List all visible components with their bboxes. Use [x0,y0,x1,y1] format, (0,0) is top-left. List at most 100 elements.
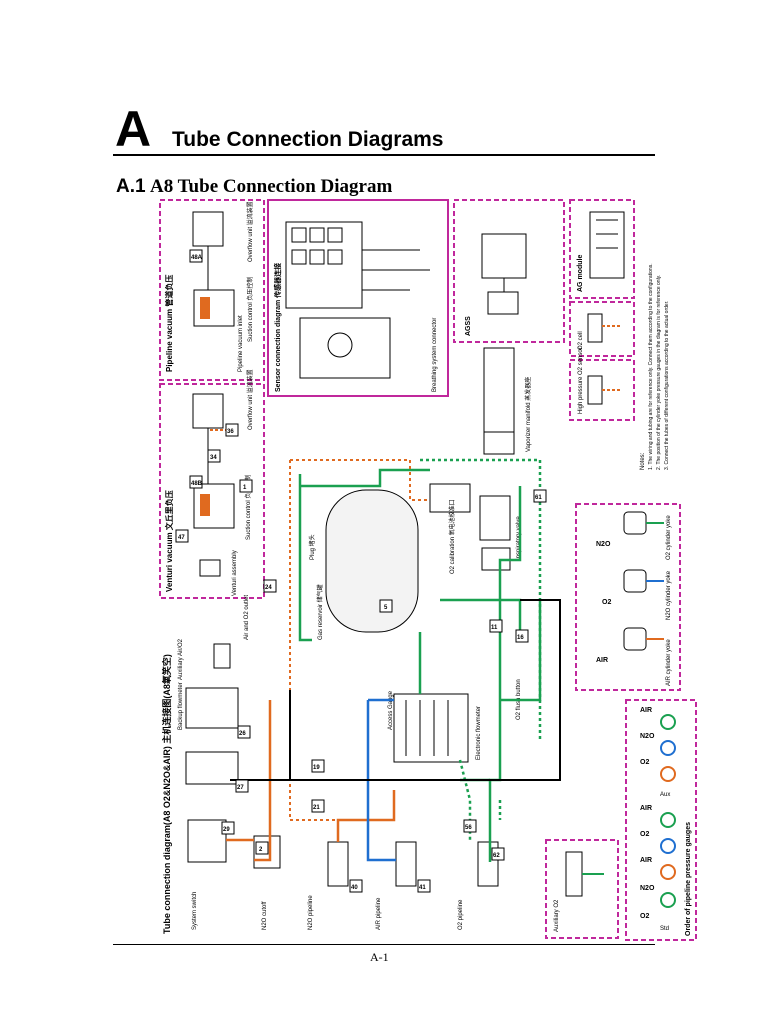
pipeline-inlets: System switch N2O cutoff N2O pipeline AI… [187,819,499,930]
tag-21: 21 [313,805,320,811]
n2o-cutoff-label: N2O cutoff [262,901,268,930]
venturi-assembly-label: Venturi assembly [232,550,238,596]
box-ag-module: AG module [569,199,635,299]
gas-codes: N2O O2 AIR [596,541,611,664]
section-title: A8 Tube Connection Diagram [150,176,393,197]
tube-n2o [366,698,396,862]
box-sensor-board: Sensor connection diagram 传感器连接 Breathin… [267,199,449,397]
gas-reservoir-label: Gas reservoir 储气罐 [316,584,324,640]
sensor-board-label: Sensor connection diagram 传感器连接 [273,263,282,392]
page-number: A-1 [370,950,389,964]
tag-11: 11 [491,625,498,631]
tube-air-dotted [289,459,430,821]
plug-label: Plug 堵头 [308,534,316,560]
flowmeter-label: Electronic flowmeter [476,706,482,760]
note-line-0: Notes: [640,452,646,470]
gas-code-n2o: N2O [596,541,611,548]
ag-module-label: AG module [577,255,584,292]
o2-cylinder-yoke-label: O2 cylinder yoke [666,515,672,560]
section-number: A.1 [116,176,146,197]
gauge-gas-0: AIR [640,707,652,714]
tag-61: 61 [535,495,542,501]
auxiliary-air-o2-label: Auxiliary Air/O2 [178,638,184,680]
tag-62: 62 [493,853,500,859]
note-line-1: 1. The wiring and tubing are for referen… [648,263,654,470]
suction-control-label: Suction control 负压控制 [246,277,254,342]
tube-o2 [298,468,542,862]
gas-reservoir: Gas reservoir 储气罐 Plug 堵头 [308,489,419,640]
n2o-pipeline-label: N2O pipeline [308,895,314,930]
tag-5: 5 [384,605,388,611]
tube-drive-gas [230,599,561,781]
suction-control-label-2: Suction control 负压控制 [244,475,252,540]
overflow-unit-label-2: Overflow unit 溢流装置 [246,369,254,430]
o2-pipeline-label: O2 pipeline [458,899,464,930]
access-gauge-label: Access Gauge [388,690,394,730]
gauges-order-label: Order of pipeline pressure gauges [685,822,692,936]
vaporizer-manifold: Vaporizer manifold 蒸发器座 [483,347,532,455]
high-pressure-o2-sensor-label: High pressure O2 sensor [578,347,584,414]
tag-16: 16 [517,635,524,641]
footer-rule [113,944,655,945]
gauge-gas-std-2: O2 [640,913,649,920]
tag-27: 27 [237,785,244,791]
agss-label: AGSS [465,316,472,336]
notes-text: Notes: 1. The wiring and tubing are for … [640,263,670,470]
electronic-flowmeter: Electronic flowmeter Access Gauge O2 flu… [388,679,522,763]
box-cylinder-yokes: O2 cylinder yoke N2O cylinder yoke AIR c… [575,503,681,691]
gauge-gas-3: AIR [640,805,652,812]
tag-41: 41 [419,885,426,891]
gauge-gas-std-0: AIR [640,857,652,864]
gas-code-air: AIR [596,657,608,664]
box-venturi-vacuum: Venturi vacuum 文丘里负压 Overflow unit 溢流装置 … [159,369,265,599]
gauge-gas-std-1: N2O [640,885,655,892]
diagram-main-title: Tube connection diagram(A8 O2&N2O&AIR) 主… [161,654,172,934]
venturi-vacuum-label: Venturi vacuum 文丘里负压 [164,490,174,592]
tag-19: 19 [313,765,320,771]
tag-48a: 48A [191,255,203,261]
note-line-2: 2. The position of the cylinder yoke pre… [656,275,662,470]
breathing-system-label: Breathing system connector [432,318,438,392]
air-pipeline-label: AIR pipeline [376,897,382,930]
chapter-title: Tube Connection Diagrams [172,128,444,151]
gauges-aux-label: Aux [660,792,670,798]
box-auxiliary-o2: Auxiliary O2 [545,839,619,939]
box-agss: AGSS [453,199,565,343]
n2o-cylinder-yoke-label: N2O cylinder yoke [666,570,672,620]
pipeline-vacuum-label: Pipeline vacuum 管道负压 [164,275,174,372]
box-o2-sensor-hp: High pressure O2 sensor [569,347,635,421]
header-rule [113,154,655,156]
auxiliary-o2-label: Auxiliary O2 [554,899,560,932]
tag-56: 56 [465,825,472,831]
tag-40: 40 [351,885,358,891]
tag-26: 26 [239,731,246,737]
air-o2-outlet-label: Air and O2 outlet [244,595,250,640]
air-cylinder-yoke-label: AIR cylinder yoke [666,639,672,686]
inspiratory-valve: Inspiratory valve O2 calibration 氧电池校准口 [429,483,522,574]
tag-24: 24 [265,585,272,591]
note-line-3: 3. Connect the tubes of different config… [664,301,670,470]
o2-calibration-label: O2 calibration 氧电池校准口 [448,499,456,574]
tag-29: 29 [223,827,230,833]
tube-air [226,700,396,862]
tag-34: 34 [210,455,217,461]
tag-2: 2 [259,847,263,853]
gauges-std-label: Std [660,926,669,932]
overflow-unit-label: Overflow unit 溢流装置 [246,201,254,262]
box-pipeline-vacuum: Pipeline vacuum 管道负压 Overflow unit 溢流装置 … [159,199,265,381]
box-gauges-order: AIR N2O O2 AIR O2 AIR N2O O2 Order of pi… [625,699,697,941]
gas-code-o2: O2 [602,599,611,606]
tag-48b: 48B [191,481,203,487]
gauge-gas-2: O2 [640,759,649,766]
backup-flowmeter: Backup flowmeter Auxiliary Air/O2 Air an… [178,595,250,785]
system-switch-label: System switch [192,892,198,930]
o2-cell-label: O2 cell [578,331,584,350]
chapter-letter: A [115,101,152,157]
pipeline-vacuum-inlet-label: Pipeline vacuum inlet [238,315,244,372]
tag-47: 47 [178,535,185,541]
box-o2-cell: O2 cell [569,301,635,357]
backup-flowmeter-label: Backup flowmeter [178,682,184,730]
gauge-gas-1: N2O [640,733,655,740]
gauge-gas-4: O2 [640,831,649,838]
